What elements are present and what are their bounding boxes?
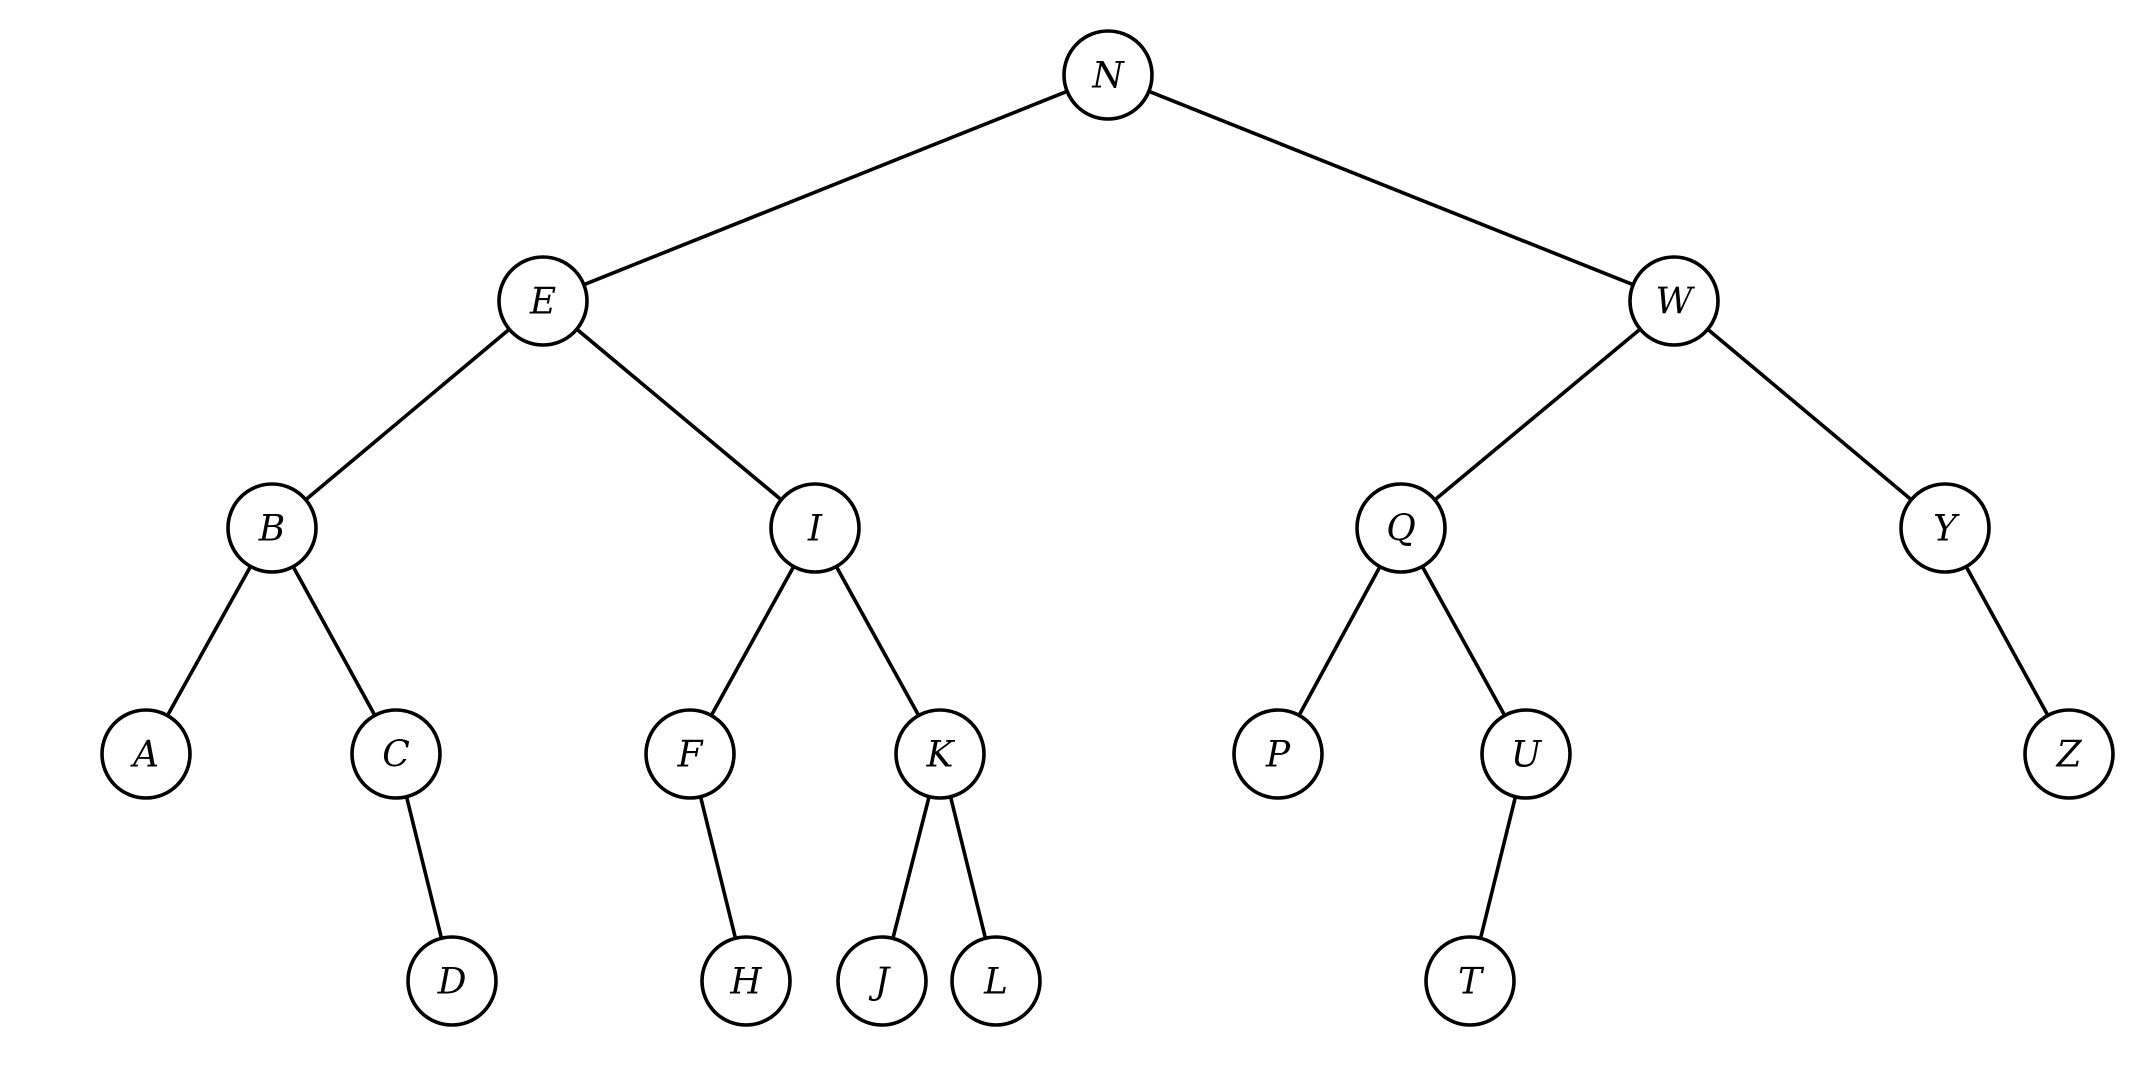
tree-node-c: C — [350, 708, 442, 800]
node-circle — [1899, 482, 1991, 574]
node-label: F — [677, 735, 705, 776]
tree-node-f: F — [644, 708, 736, 800]
node-circle — [350, 708, 442, 800]
node-label: B — [258, 509, 285, 550]
node-circle — [894, 708, 986, 800]
node-circle — [1424, 935, 1516, 1027]
edge-e-i — [574, 327, 784, 502]
edge-b-c — [291, 564, 377, 718]
node-label: I — [807, 509, 823, 550]
node-circle — [950, 935, 1042, 1027]
tree-node-h: H — [700, 935, 792, 1027]
node-circle — [1355, 482, 1447, 574]
edge-b-a — [165, 564, 253, 718]
node-circle — [700, 935, 792, 1027]
edge-k-l — [948, 794, 988, 941]
tree-node-u: U — [1480, 708, 1572, 800]
tree-node-t: T — [1424, 935, 1516, 1027]
node-circle — [769, 482, 861, 574]
node-circle — [1062, 29, 1154, 121]
node-label: D — [437, 962, 467, 1003]
node-circle — [1480, 708, 1572, 800]
edge-q-u — [1420, 564, 1507, 718]
edge-i-k — [834, 564, 921, 718]
node-label: H — [729, 962, 762, 1003]
edge-e-b — [303, 327, 512, 502]
edge-u-t — [1478, 794, 1518, 941]
node-label: W — [1655, 282, 1695, 323]
node-label: L — [983, 962, 1008, 1003]
node-circle — [226, 482, 318, 574]
edge-w-y — [1705, 327, 1914, 502]
tree-node-z: Z — [2023, 708, 2115, 800]
node-label: Y — [1933, 509, 1960, 550]
tree-node-j: J — [836, 935, 928, 1027]
edge-q-p — [1297, 564, 1382, 718]
tree-node-a: A — [100, 708, 192, 800]
node-label: N — [1091, 56, 1125, 97]
node-circle — [100, 708, 192, 800]
tree-node-e: E — [497, 255, 589, 347]
node-label: K — [926, 735, 956, 776]
node-label: T — [1458, 962, 1485, 1003]
node-circle — [1232, 708, 1324, 800]
node-label: Q — [1386, 509, 1416, 550]
node-label: P — [1265, 735, 1291, 776]
edge-w-q — [1433, 327, 1642, 502]
nodes-layer: N E W B I Q Y A C F K P U Z D H J L T — [100, 29, 2115, 1027]
node-label: A — [130, 735, 159, 776]
node-circle — [497, 255, 589, 347]
node-label: Z — [2055, 735, 2082, 776]
tree-node-b: B — [226, 482, 318, 574]
edge-y-z — [1964, 564, 2050, 718]
node-circle — [2023, 708, 2115, 800]
edge-k-j — [891, 794, 931, 941]
tree-node-l: L — [950, 935, 1042, 1027]
node-circle — [644, 708, 736, 800]
tree-node-p: P — [1232, 708, 1324, 800]
tree-node-y: Y — [1899, 482, 1991, 574]
node-label: U — [1511, 735, 1543, 776]
tree-node-w: W — [1628, 255, 1720, 347]
node-circle — [836, 935, 928, 1027]
edge-f-h — [698, 794, 738, 941]
edge-n-e — [582, 89, 1069, 287]
tree-node-i: I — [769, 482, 861, 574]
node-circle — [1628, 255, 1720, 347]
edge-c-d — [404, 794, 444, 941]
tree-node-k: K — [894, 708, 986, 800]
tree-node-n: N — [1062, 29, 1154, 121]
tree-node-q: Q — [1355, 482, 1447, 574]
edge-n-w — [1147, 89, 1635, 287]
node-label: E — [529, 282, 556, 323]
tree-node-d: D — [406, 935, 498, 1027]
node-label: C — [382, 735, 410, 776]
edges-layer — [165, 89, 2050, 941]
edge-i-f — [709, 564, 796, 718]
node-circle — [406, 935, 498, 1027]
